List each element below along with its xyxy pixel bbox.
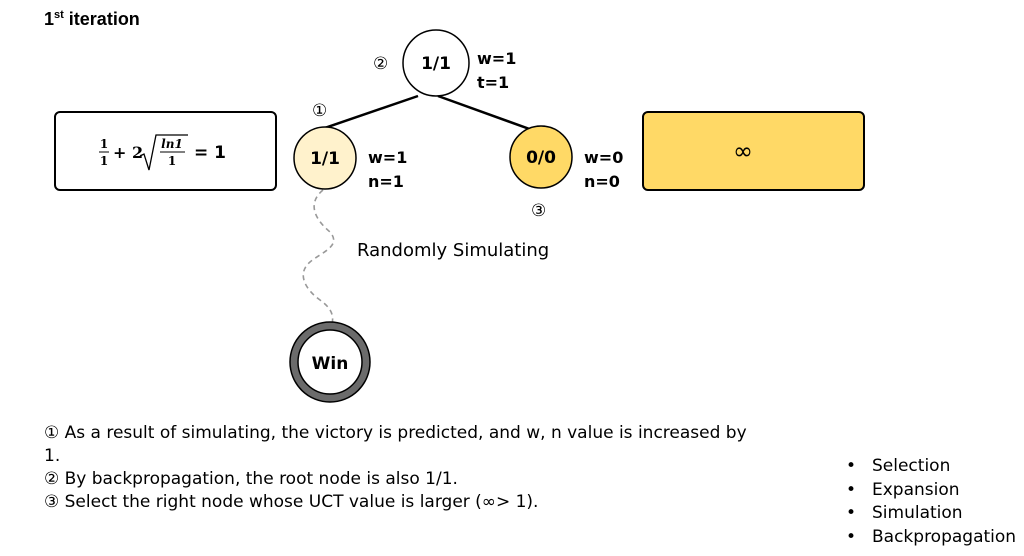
simulation-path — [302, 189, 335, 329]
win-label: Win — [312, 354, 349, 374]
right-node-stats: w=0 n=0 — [584, 146, 623, 194]
left-node-stats: w=1 n=1 — [368, 146, 407, 194]
step-selection: Selection — [846, 455, 1016, 479]
root-t: t=1 — [477, 73, 510, 92]
mcts-steps-list: Selection Expansion Simulation Backpropa… — [846, 455, 1016, 549]
plus-two: + 2 — [113, 143, 143, 162]
right-uct-box — [642, 111, 865, 191]
right-child-node: 0/0 — [509, 125, 573, 189]
edge-root-left — [312, 94, 419, 134]
sqrt-numerator: ln1 — [161, 137, 183, 151]
step-backpropagation: Backpropagation — [846, 526, 1016, 550]
left-node-marker: ① — [312, 101, 328, 121]
note-3: ③ Select the right node whose UCT value … — [44, 492, 539, 512]
term1-numerator: 1 — [100, 137, 108, 151]
left-node-n: n=1 — [368, 172, 404, 191]
right-node-n: n=0 — [584, 172, 620, 191]
sqrt-denominator: 1 — [168, 154, 176, 168]
infinity-symbol: ∞ — [733, 137, 753, 165]
root-node: 1/1 — [402, 29, 470, 97]
note-1: ① As a result of simulating, the victory… — [44, 423, 747, 466]
left-uct-box — [54, 111, 277, 191]
term1-denominator: 1 — [100, 154, 108, 168]
simulation-label: Randomly Simulating — [357, 240, 550, 261]
step-expansion: Expansion — [846, 479, 1016, 503]
root-w: w=1 — [477, 49, 517, 68]
uct-formula: 1 1 + 2 ln1 1 = 1 — [96, 132, 246, 178]
root-node-label: 1/1 — [421, 54, 451, 74]
root-stats: w=1 t=1 — [477, 47, 516, 95]
note-2: ② By backpropagation, the root node is a… — [44, 469, 458, 489]
page-title: 1st iteration — [44, 9, 140, 29]
step-simulation: Simulation — [846, 502, 1016, 526]
formula-result: = 1 — [194, 143, 226, 163]
right-node-label: 0/0 — [526, 148, 556, 168]
left-node-w: w=1 — [368, 148, 408, 167]
win-terminal-node: Win — [289, 321, 371, 403]
right-node-marker: ③ — [531, 201, 547, 221]
right-node-w: w=0 — [584, 148, 624, 167]
root-marker: ② — [373, 54, 389, 74]
left-child-node: 1/1 — [293, 126, 357, 190]
sqrt-sign — [139, 134, 188, 171]
notes: ① As a result of simulating, the victory… — [44, 422, 764, 514]
edge-root-right — [437, 94, 536, 133]
left-node-label: 1/1 — [310, 149, 340, 169]
